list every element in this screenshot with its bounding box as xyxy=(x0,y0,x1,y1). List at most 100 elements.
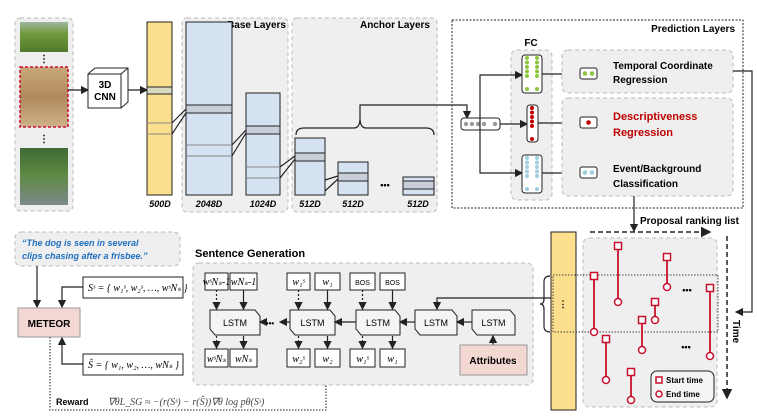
svg-text:Descriptiveness: Descriptiveness xyxy=(613,111,697,123)
start-time-marker xyxy=(626,367,636,377)
base-layers-panel: Base Layers xyxy=(181,17,289,213)
ellipsis: ••• xyxy=(380,180,389,190)
input-token: w₁ˢ xyxy=(286,272,311,291)
fc-unit xyxy=(535,187,539,191)
svg-text:∇θL_SG ≈ −(r(Sˢ) − r(Ŝ))∇θ log: ∇θL_SG ≈ −(r(Sˢ) − r(Ŝ))∇θ log pθ(Sˢ) xyxy=(108,396,265,408)
svg-text:clips chasing after a frisbee.: clips chasing after a frisbee.” xyxy=(22,251,148,261)
end-time-marker xyxy=(601,375,611,385)
fc-unit xyxy=(535,69,539,74)
end-time-marker xyxy=(637,345,647,355)
svg-text:Regression: Regression xyxy=(613,127,673,139)
svg-text:512D: 512D xyxy=(299,199,321,209)
start-time-marker xyxy=(705,283,715,293)
svg-text:BOS: BOS xyxy=(385,280,400,287)
svg-text:w₂ˢ: w₂ˢ xyxy=(292,354,305,365)
circle-marker-icon xyxy=(655,390,663,398)
svg-text:Base Layers: Base Layers xyxy=(227,20,286,31)
svg-text:LSTM: LSTM xyxy=(481,318,505,328)
svg-text:End time: End time xyxy=(666,390,700,399)
feature-dot xyxy=(475,121,481,127)
meteor-box xyxy=(17,307,81,338)
proposal xyxy=(589,271,599,337)
end-time-marker xyxy=(613,297,623,307)
svg-text:wNₛ-1: wNₛ-1 xyxy=(231,277,256,288)
lstm-cell: LSTM xyxy=(289,309,336,336)
feature-dot xyxy=(481,121,487,127)
svg-text:512D: 512D xyxy=(342,199,364,209)
lstm-cell: LSTM xyxy=(471,309,516,336)
fc-unit xyxy=(535,56,539,60)
anchor-layers-panel: Anchor Layers ••• xyxy=(291,17,438,213)
start-time-marker xyxy=(613,241,623,251)
svg-text:Regression: Regression xyxy=(613,75,667,86)
feature-dot xyxy=(469,121,475,127)
proposal xyxy=(613,241,623,307)
video-frame-selected xyxy=(19,66,69,128)
proposal xyxy=(662,252,672,292)
start-time-marker xyxy=(637,315,647,325)
svg-text:Event/Background: Event/Background xyxy=(613,164,701,175)
feature-column-512d xyxy=(294,137,326,196)
fc-unit xyxy=(535,165,539,169)
svg-text:3D: 3D xyxy=(99,80,112,91)
fc-unit xyxy=(525,60,529,65)
fc-event xyxy=(521,154,543,194)
svg-text:w₁: w₁ xyxy=(322,277,332,288)
svg-text:Attributes: Attributes xyxy=(469,356,517,367)
proposal xyxy=(601,334,611,385)
start-time-marker xyxy=(650,297,660,307)
svg-text:LSTM: LSTM xyxy=(300,318,324,328)
fc-unit xyxy=(525,165,529,169)
fc-unit xyxy=(535,160,539,165)
output-token: wˢNₛ xyxy=(204,348,229,368)
feature-column-500d xyxy=(146,21,173,196)
caption-reward: “The dog is seen in several clips chasin… xyxy=(14,231,330,411)
output-token: w₂ˢ xyxy=(286,348,311,368)
output-token: w₁ xyxy=(379,348,406,368)
legend: Start time End time xyxy=(650,370,715,403)
video-frame xyxy=(20,148,68,205)
lstm-cell: LSTM xyxy=(355,309,401,336)
svg-text:LSTM: LSTM xyxy=(223,318,247,328)
feature-dot xyxy=(492,121,498,127)
ellipsis-icon: ⋮ xyxy=(39,54,49,65)
dimension-labels: 500D 2048D 1024D 512D 512D 512D xyxy=(149,199,429,209)
end-time-marker xyxy=(589,327,599,337)
input-token: BOS xyxy=(349,272,376,291)
fc-unit xyxy=(525,74,529,78)
svg-text:Classification: Classification xyxy=(613,179,678,190)
video-frames-panel: ⋮ ⋮ xyxy=(14,17,74,212)
input-token: wNₛ-1 xyxy=(229,272,258,291)
proposal xyxy=(637,315,647,355)
ellipsis-icon: ⋮ xyxy=(39,134,49,145)
fc-unit xyxy=(525,160,529,165)
svg-text:Prediction Layers: Prediction Layers xyxy=(651,24,735,35)
output-token: w₁ˢ xyxy=(349,348,376,368)
svg-text:w₁: w₁ xyxy=(387,354,397,365)
fc-unit xyxy=(530,124,534,128)
svg-text:LSTM: LSTM xyxy=(366,318,390,328)
proposal xyxy=(626,367,636,405)
end-time-marker xyxy=(662,282,672,292)
svg-text:•••: ••• xyxy=(682,285,691,295)
lstm-cell: LSTM xyxy=(414,309,458,336)
svg-text:wNₛ: wNₛ xyxy=(235,354,252,365)
fc-unit xyxy=(535,65,539,69)
fc-unit xyxy=(530,137,534,141)
svg-text:FC: FC xyxy=(524,38,537,49)
end-time-marker xyxy=(705,351,715,361)
svg-text:Reward: Reward xyxy=(56,397,89,407)
start-time-marker xyxy=(601,334,611,344)
svg-text:LSTM: LSTM xyxy=(424,318,448,328)
square-marker-icon xyxy=(655,376,663,384)
fc-unit xyxy=(530,110,534,115)
proposal xyxy=(650,297,660,325)
fc-unit xyxy=(525,169,529,174)
lstm-cell: LSTM xyxy=(209,309,261,336)
fc-unit xyxy=(530,106,534,110)
svg-text:Proposal ranking list: Proposal ranking list xyxy=(640,216,740,227)
start-time-marker xyxy=(589,271,599,281)
fc-unit xyxy=(535,87,539,91)
